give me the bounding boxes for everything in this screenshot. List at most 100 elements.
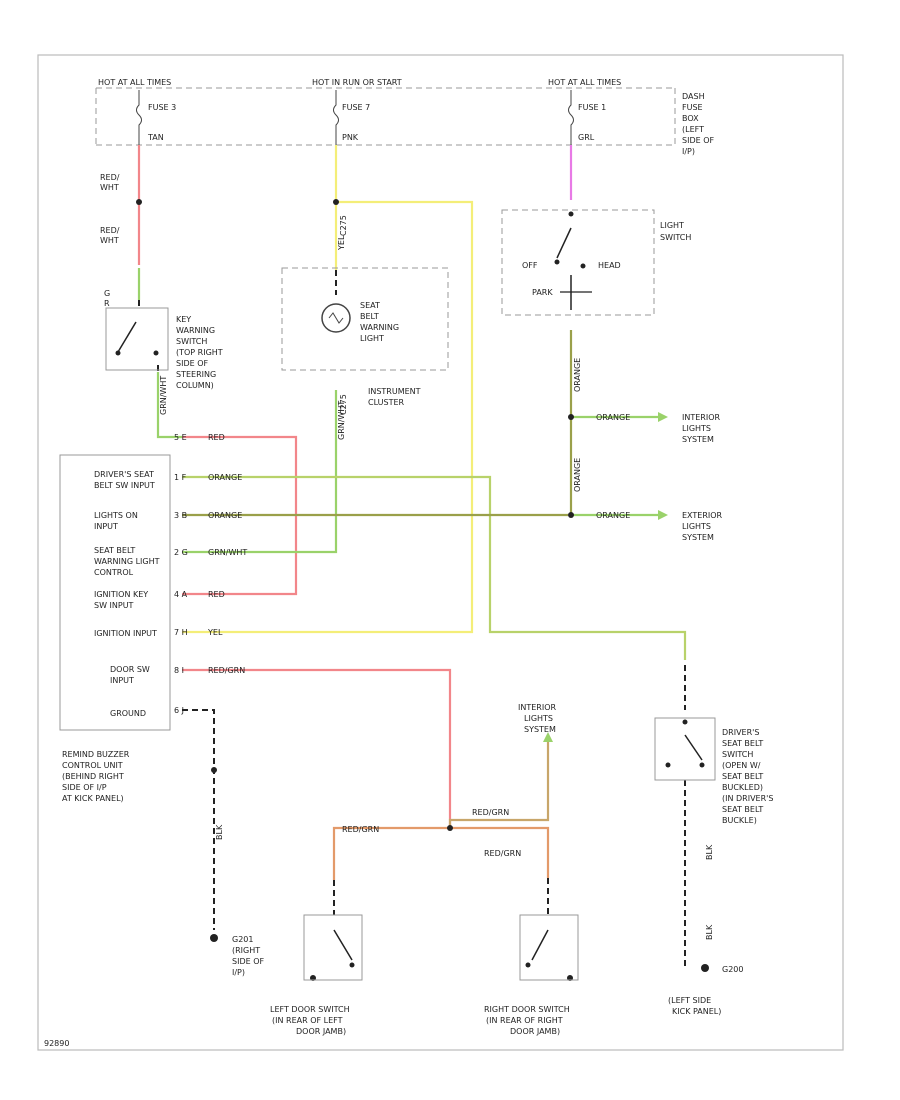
key-warning-switch: KEY WARNING SWITCH (TOP RIGHT SIDE OF ST…: [105, 307, 223, 390]
left-door-label-2: (IN REAR OF LEFT: [272, 1016, 343, 1025]
key-switch-label-4: (TOP RIGHT: [176, 348, 223, 357]
belt-switch-label-6: BUCKLED): [722, 783, 763, 792]
g200-loc-1: (LEFT SIDE: [668, 996, 711, 1005]
left-door-label-1: LEFT DOOR SWITCH: [270, 1005, 350, 1014]
corner-code: 92890: [44, 1039, 69, 1048]
wire-red-grn: RED/GRN: [208, 666, 245, 675]
wire-red-wht-1b: WHT: [100, 183, 119, 192]
wire-orange-int: ORANGE: [596, 413, 630, 422]
system-arrows: [543, 412, 668, 742]
diagram-frame: [37, 54, 844, 1051]
wires: [137, 145, 687, 880]
wire-grn-key: GRN/WHT: [159, 376, 168, 415]
pin-label-5: 4 A: [174, 590, 188, 599]
wire-red-bottom: RED: [208, 590, 225, 599]
wire-red-wht-1a: RED/: [100, 173, 120, 182]
fuse-3-wire: TAN: [147, 133, 164, 142]
g201-label-4: I/P): [232, 968, 245, 977]
belt-switch-label-2: SEAT BELT: [722, 739, 763, 748]
wire-red-grn-left: RED/GRN: [342, 825, 379, 834]
wire-grn-vert: GRN/WHT: [337, 401, 346, 440]
fuse-box-label-6: I/P): [682, 147, 695, 156]
input-ground: GROUND: [110, 709, 146, 718]
right-door-label-2: (IN REAR OF RIGHT: [486, 1016, 563, 1025]
input-door-sw-2: INPUT: [110, 676, 134, 685]
key-switch-label-6: STEERING: [176, 370, 216, 379]
wire-orange-1: ORANGE: [208, 473, 242, 482]
fuse-box-label-3: BOX: [682, 114, 699, 123]
wire-red-grn-mid: RED/GRN: [472, 808, 509, 817]
control-unit-caption-5: AT KICK PANEL): [62, 794, 124, 803]
wire-blk-2: BLK: [705, 924, 714, 940]
wire-orange-vert-2: ORANGE: [573, 458, 582, 492]
input-seat-belt-3: CONTROL: [94, 568, 134, 577]
pin-label-6: 7 H: [174, 628, 188, 637]
grounds: G201 (RIGHT SIDE OF I/P) G200 (LEFT SIDE…: [232, 935, 743, 1016]
fuse-3-label: FUSE 3: [148, 103, 176, 112]
key-switch-label-5: SIDE OF: [176, 359, 208, 368]
wire-grn-wht: GRN/WHT: [208, 548, 247, 557]
input-seat-belt-2: WARNING LIGHT: [94, 557, 160, 566]
input-lights-on-2: INPUT: [94, 522, 118, 531]
input-ignition-key-2: SW INPUT: [94, 601, 134, 610]
pin-label-2: 1 F: [174, 473, 187, 482]
light-switch-head: HEAD: [598, 261, 621, 270]
seat-belt-light-label-2: BELT: [360, 312, 379, 321]
wire-grn-wht-b: R: [104, 299, 110, 308]
connector-c275-b: C275: [339, 394, 348, 415]
instrument-cluster-label-2: CLUSTER: [368, 398, 405, 407]
interior-lights-right-3: SYSTEM: [682, 435, 714, 444]
fuse-1-wire: GRL: [578, 133, 595, 142]
g201-label-2: (RIGHT: [232, 946, 260, 955]
input-ignition-key-1: IGNITION KEY: [94, 590, 148, 599]
wire-red-wht-2b: WHT: [100, 236, 119, 245]
wire-yel-vert: YEL: [337, 235, 346, 251]
control-unit-caption-1: REMIND BUZZER: [62, 750, 130, 759]
fuse-box-label-4: (LEFT: [682, 125, 704, 134]
input-seat-belt-1: SEAT BELT: [94, 546, 135, 555]
wire-red-top: RED: [208, 433, 225, 442]
wire-yel: YEL: [207, 628, 223, 637]
seat-belt-light-label-3: WARNING: [360, 323, 399, 332]
pin-label-1: 5 E: [174, 433, 187, 442]
pin-label-4: 2 G: [174, 548, 188, 557]
exterior-lights: EXTERIOR LIGHTS SYSTEM: [682, 511, 723, 542]
input-drivers-belt-2: BELT SW INPUT: [94, 481, 155, 490]
wire-orange-ext: ORANGE: [596, 511, 630, 520]
key-switch-label-3: SWITCH: [176, 337, 207, 346]
g201-label-3: SIDE OF: [232, 957, 264, 966]
wire-orange-2: ORANGE: [208, 511, 242, 520]
interior-lights-bottom: INTERIOR LIGHTS SYSTEM: [518, 703, 557, 734]
key-switch-label-2: WARNING: [176, 326, 215, 335]
black-wires: [138, 270, 686, 966]
g200-label: G200: [722, 965, 743, 974]
wire-blk-1: BLK: [215, 824, 224, 840]
belt-switch-label-8: SEAT BELT: [722, 805, 763, 814]
key-switch-label-1: KEY: [176, 315, 191, 324]
wire-grn-wht-a: G: [104, 289, 110, 298]
interior-lights-bottom-1: INTERIOR: [518, 703, 557, 712]
fuse-box-label-5: SIDE OF: [682, 136, 714, 145]
exterior-lights-2: LIGHTS: [682, 522, 711, 531]
light-switch-off: OFF: [522, 261, 538, 270]
exterior-lights-1: EXTERIOR: [682, 511, 723, 520]
g200-loc-2: KICK PANEL): [672, 1007, 721, 1016]
seat-belt-light-label-1: SEAT: [360, 301, 380, 310]
exterior-lights-3: SYSTEM: [682, 533, 714, 542]
fuse-7-label: FUSE 7: [342, 103, 370, 112]
control-unit-caption-4: SIDE OF I/P: [62, 783, 107, 792]
control-unit-caption-2: CONTROL UNIT: [62, 761, 123, 770]
wire-red-wht-2a: RED/: [100, 226, 120, 235]
source-label-1: HOT AT ALL TIMES: [98, 78, 171, 87]
belt-switch-label-7: (IN DRIVER'S: [722, 794, 773, 803]
belt-switch-label-5: SEAT BELT: [722, 772, 763, 781]
fuse-1-label: FUSE 1: [578, 103, 606, 112]
light-switch-title-1: LIGHT: [660, 221, 684, 230]
seat-belt-light-label-4: LIGHT: [360, 334, 384, 343]
pin-label-8: 6 J: [174, 706, 184, 715]
belt-switch-label-4: (OPEN W/: [722, 761, 761, 770]
wire-labels: RED/ WHT RED/ WHT G R RED ORANGE ORANGE …: [100, 173, 714, 940]
light-switch: LIGHT SWITCH OFF HEAD PARK: [501, 209, 691, 316]
input-drivers-belt-1: DRIVER'S SEAT: [94, 470, 154, 479]
